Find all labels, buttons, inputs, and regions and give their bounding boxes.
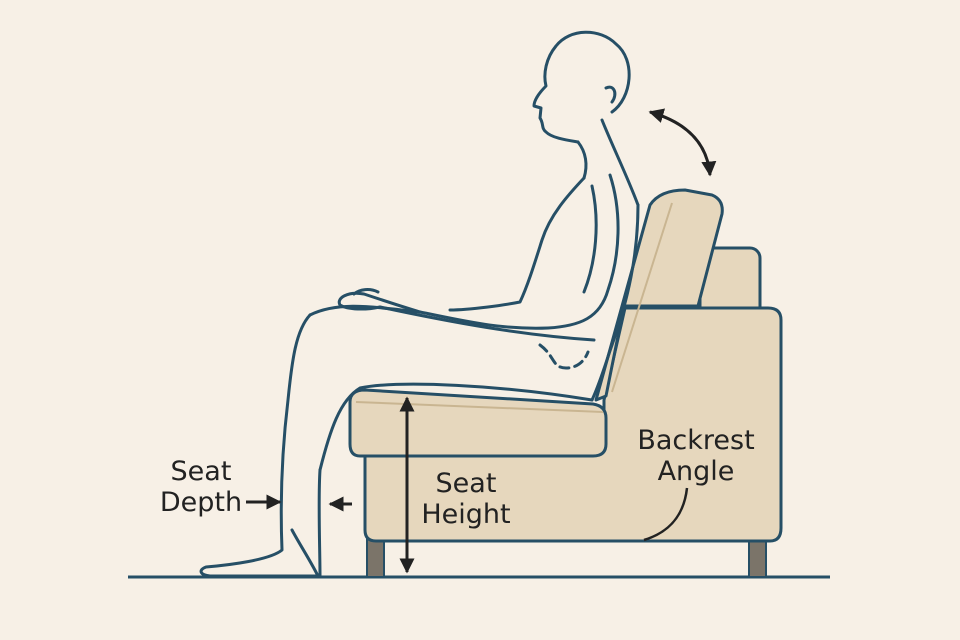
backrest-angle-label-line2: Angle	[657, 456, 735, 487]
seat-height-label: Seat Height	[416, 468, 516, 530]
seat-height-label-line1: Seat	[435, 468, 497, 499]
backrest-angle-arrow	[648, 108, 717, 177]
seat-depth-label-line2: Depth	[159, 487, 243, 518]
backrest-angle-label: Backrest Angle	[633, 425, 759, 487]
seated-person	[199, 30, 640, 578]
backrest-seam	[611, 202, 673, 393]
seat-height-label-line2: Height	[421, 499, 511, 530]
seat-cushion	[348, 388, 608, 458]
sofa-body	[363, 306, 783, 543]
backrest-angle-label-line1: Backrest	[637, 425, 755, 456]
sofa-leg-back	[748, 537, 767, 578]
sofa-leg-front	[366, 537, 385, 578]
seat-cushion-seam	[355, 401, 604, 413]
seat-depth-label: Seat Depth	[156, 456, 246, 518]
backrest-angle-leader	[643, 487, 689, 542]
seat-depth-label-line1: Seat	[170, 456, 232, 487]
backrest-cushion	[594, 188, 724, 402]
